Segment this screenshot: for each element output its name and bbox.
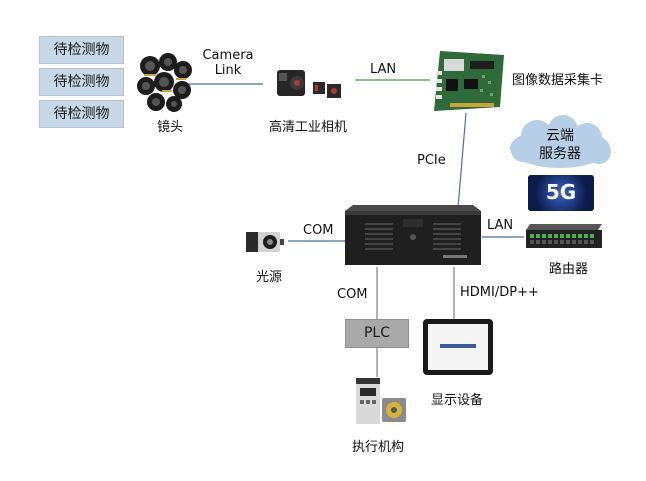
router-label: 路由器	[549, 262, 589, 277]
capture-card-label: 图像数据采集卡	[512, 73, 604, 88]
display-monitor-icon	[423, 319, 493, 375]
lan-router-label: LAN	[487, 218, 514, 233]
actuator-label: 执行机构	[352, 440, 405, 455]
object-box-3: 待检测物	[39, 100, 124, 128]
capture-card-icon	[434, 51, 504, 111]
industrial-pc-icon	[345, 205, 481, 265]
light-source-icon	[246, 232, 284, 252]
actuator-icon	[356, 378, 406, 424]
cloud-icon	[510, 115, 611, 168]
pcie-label: PCIe	[417, 153, 446, 168]
5g-label: 5G	[545, 180, 577, 204]
display-label: 显示设备	[431, 393, 484, 408]
plc-box: PLC	[345, 319, 409, 348]
camera-label: 高清工业相机	[269, 120, 348, 135]
lens-icon	[137, 53, 192, 112]
lan-top-label: LAN	[370, 62, 397, 77]
camera-link-label: Camera Link	[202, 48, 254, 78]
router-icon	[526, 224, 602, 248]
pcie-line	[457, 112, 467, 209]
com-light-label: COM	[303, 223, 334, 238]
light-source-label: 光源	[256, 270, 283, 285]
com-plc-label: COM	[337, 287, 368, 302]
lens-label: 镜头	[157, 120, 184, 135]
cloud-label: 云端 服务器	[539, 128, 581, 162]
5g-icon: 5G	[528, 175, 594, 211]
hdmi-label: HDMI/DP++	[460, 285, 539, 300]
object-box-1: 待检测物	[39, 36, 124, 64]
industrial-camera-icon	[277, 70, 341, 98]
object-box-2: 待检测物	[39, 68, 124, 96]
